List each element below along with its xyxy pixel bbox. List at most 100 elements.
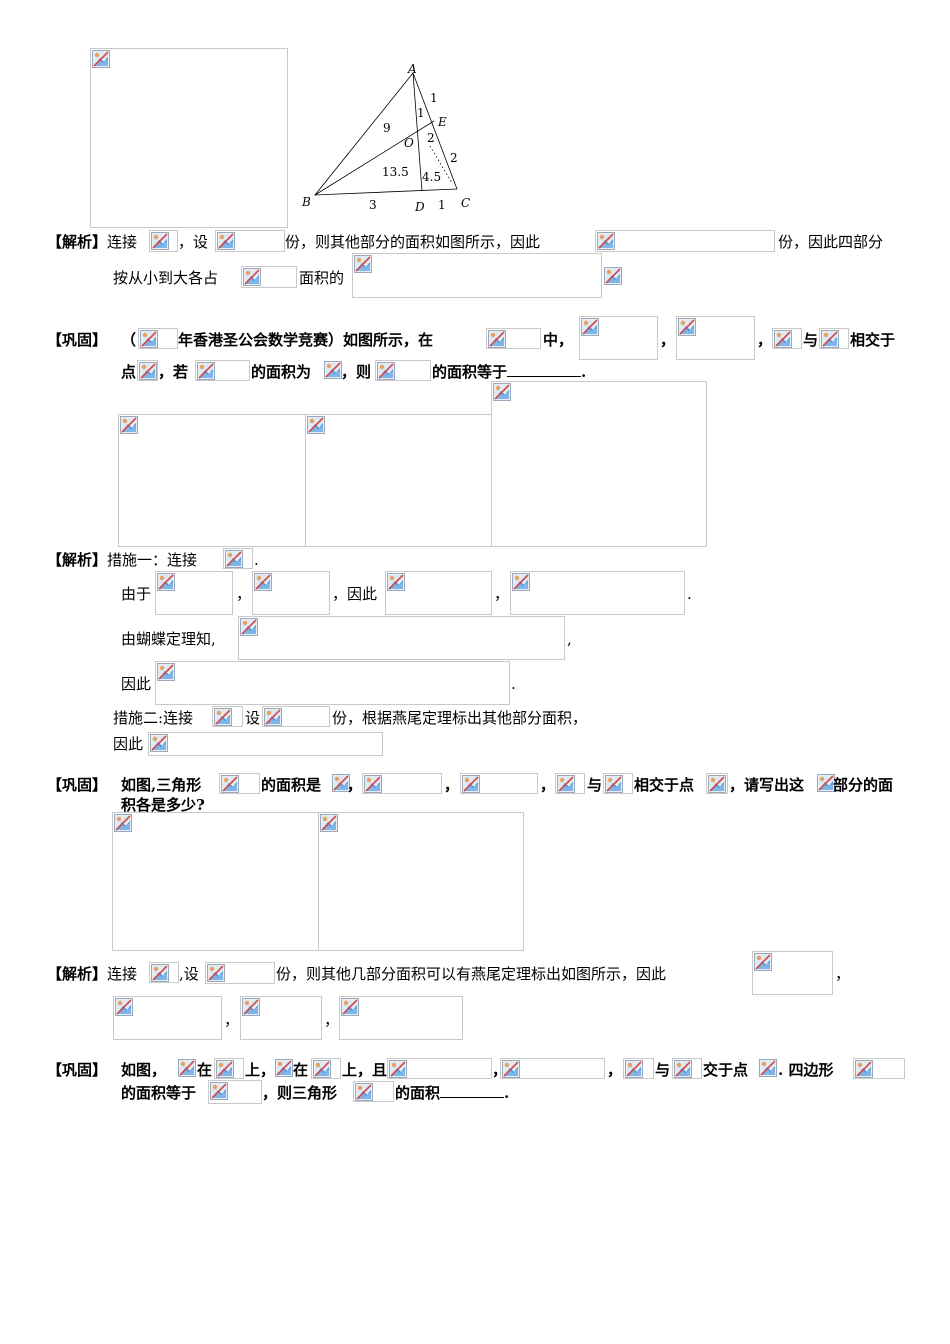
- text: 中，: [543, 331, 574, 349]
- broken-image-icon: [364, 775, 382, 793]
- broken-image-icon: [581, 318, 599, 336]
- broken-image-icon: [216, 1060, 234, 1078]
- math-image: [274, 1058, 294, 1079]
- math-image: [205, 962, 275, 984]
- answer-line: 的面积等于.: [432, 362, 587, 381]
- math-image: [137, 360, 158, 381]
- text: ，: [236, 585, 252, 603]
- text: ，: [324, 1011, 340, 1029]
- answer-blank[interactable]: [507, 362, 582, 377]
- text: .: [511, 675, 516, 693]
- segment-label: 2: [450, 151, 458, 165]
- broken-image-icon: [115, 998, 133, 1016]
- text: 的面积为: [251, 363, 312, 381]
- broken-image-icon: [493, 383, 511, 401]
- solution-2-line-1: 【解析】措施一：连接: [47, 551, 198, 569]
- text: ，: [224, 1011, 240, 1029]
- figure-image-placeholder: [491, 381, 707, 547]
- figure-image-placeholder: [118, 414, 306, 547]
- segment-label: 3: [369, 198, 377, 212]
- broken-image-icon: [354, 255, 372, 273]
- math-image: [177, 1058, 197, 1079]
- broken-image-icon: [210, 1082, 228, 1100]
- math-image: [219, 773, 260, 794]
- text: 因此: [121, 675, 152, 693]
- math-image: [149, 230, 178, 252]
- math-image: [215, 230, 285, 252]
- math-image: [819, 328, 849, 349]
- analysis-label: 【解析】: [47, 233, 108, 251]
- broken-image-icon: [462, 775, 480, 793]
- math-image: [387, 1058, 492, 1079]
- answer-blank[interactable]: [440, 1083, 505, 1098]
- vertex-label-o: O: [404, 136, 414, 150]
- math-image: [138, 328, 178, 349]
- text: 与: [803, 331, 819, 349]
- text: 上，: [245, 1061, 276, 1079]
- region-label: 2: [427, 131, 435, 145]
- segment-label: 1: [430, 91, 438, 105]
- text: ，因此: [332, 585, 378, 603]
- triangle-figure: A B C D E O 9 1 2 13.5 4.5 1 2 3 1: [301, 62, 470, 214]
- broken-image-icon: [754, 953, 772, 971]
- math-image: [352, 253, 602, 298]
- broken-image-icon: [387, 573, 405, 591]
- text: ，: [757, 331, 773, 349]
- text: 与: [655, 1061, 671, 1079]
- text: ，: [444, 776, 460, 794]
- text: ,: [567, 630, 572, 648]
- math-image: [339, 996, 463, 1040]
- broken-image-icon: [708, 775, 726, 793]
- vertex-label-c: C: [461, 196, 470, 210]
- text: 如图,三角形: [121, 776, 202, 794]
- text: 由蝴蝶定理知,: [121, 630, 216, 648]
- text: 点: [121, 363, 137, 381]
- text: 上，且: [342, 1061, 388, 1079]
- math-image: [212, 706, 243, 727]
- math-image: [706, 773, 728, 794]
- math-image: [385, 571, 492, 615]
- text: 由于: [121, 585, 152, 603]
- broken-image-icon: [320, 814, 338, 832]
- text: .: [254, 551, 259, 569]
- broken-image-icon: [597, 232, 615, 250]
- math-image: [375, 360, 431, 381]
- math-image: [816, 773, 832, 794]
- broken-image-icon: [341, 998, 359, 1016]
- math-image: [362, 773, 442, 794]
- vertex-label-e: E: [437, 115, 447, 129]
- text: ，则三角形: [262, 1084, 338, 1102]
- text: 部分的面: [833, 776, 894, 794]
- broken-image-icon: [157, 663, 175, 681]
- text: ，: [660, 331, 676, 349]
- vertex-label-d: D: [414, 200, 425, 214]
- broken-image-icon: [254, 573, 272, 591]
- broken-image-icon: [264, 708, 282, 726]
- math-image: [579, 316, 658, 360]
- region-label: 4.5: [422, 170, 441, 184]
- text: ，: [347, 776, 363, 794]
- broken-image-icon: [625, 1060, 643, 1078]
- math-image: [555, 773, 585, 794]
- math-image: [510, 571, 685, 615]
- consolidation-label: 【巩固】: [47, 776, 108, 794]
- broken-image-icon: [178, 1059, 196, 1077]
- math-image: [486, 328, 541, 349]
- broken-image-icon: [512, 573, 530, 591]
- text: 积各是多少?: [121, 796, 205, 814]
- region-label: 13.5: [382, 165, 409, 179]
- math-image: [623, 1058, 654, 1079]
- text: 面积的: [299, 269, 345, 287]
- vertex-label-a: A: [407, 62, 417, 76]
- text: 与: [587, 776, 603, 794]
- broken-image-icon: [605, 775, 623, 793]
- math-image: [208, 1080, 262, 1104]
- broken-image-icon: [678, 318, 696, 336]
- broken-image-icon: [221, 775, 239, 793]
- math-image: [672, 1058, 702, 1079]
- text: 份，则其他几部分面积可以有燕尾定理标出如图所示，因此: [276, 965, 667, 983]
- text: 按从小到大各占: [113, 269, 219, 287]
- math-image: [155, 571, 233, 615]
- broken-image-icon: [207, 964, 225, 982]
- broken-image-icon: [197, 362, 215, 380]
